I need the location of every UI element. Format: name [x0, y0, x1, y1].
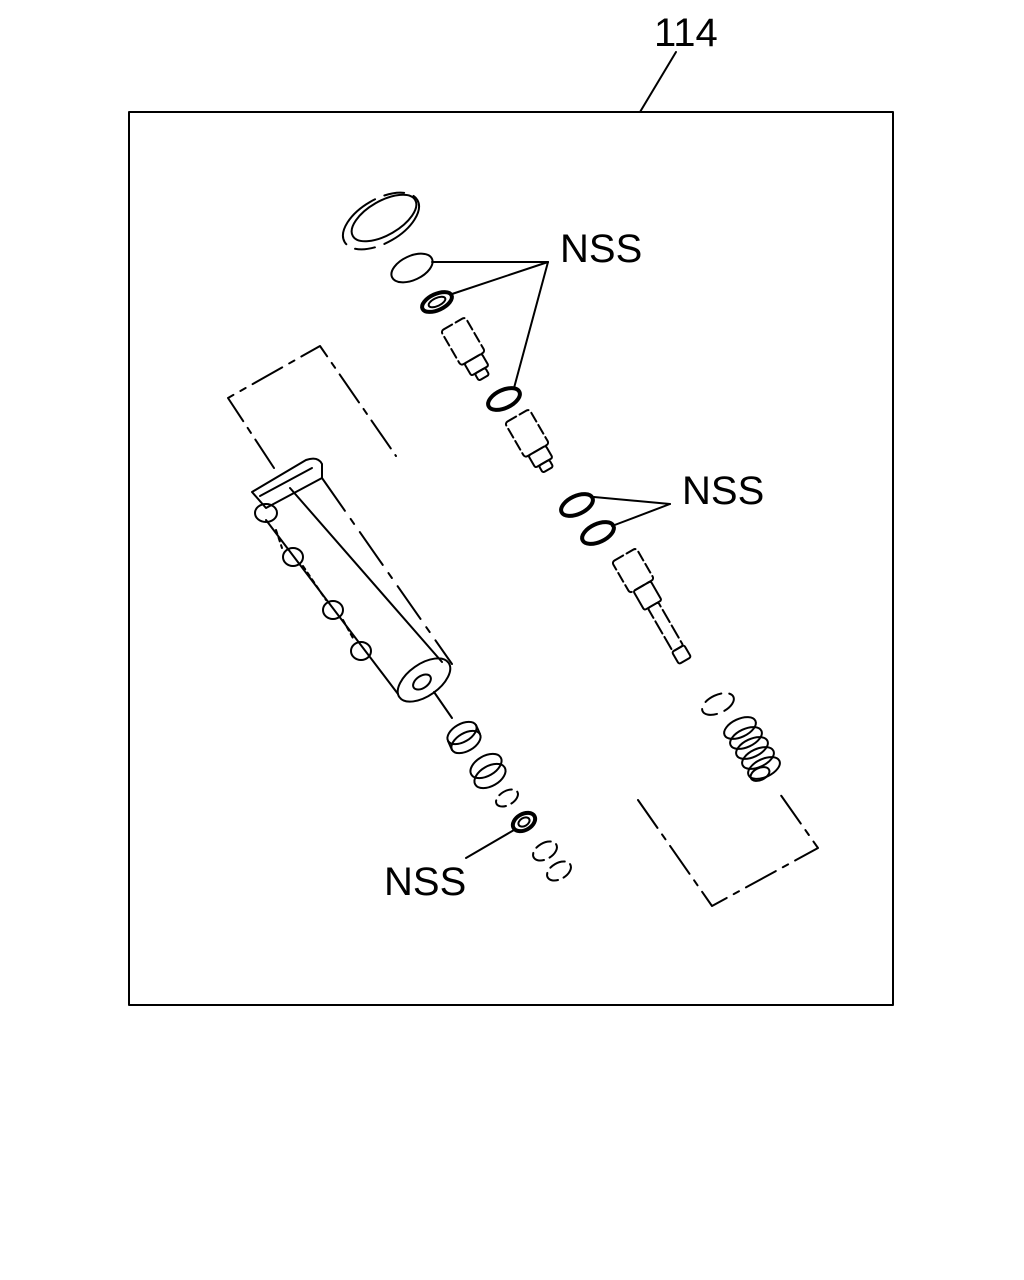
nss-label-lower: NSS	[384, 860, 466, 904]
reference-leader	[639, 51, 677, 113]
valve-spool	[611, 548, 692, 665]
bracket-left	[227, 345, 397, 469]
small-plug	[446, 720, 482, 755]
nss-label-middle: NSS	[682, 469, 764, 513]
bracket-right	[637, 793, 819, 907]
o-ring-pair-b	[580, 520, 616, 546]
diagram-frame	[128, 111, 894, 1006]
nss-leaders-upper	[431, 261, 549, 389]
retaining-ring	[342, 191, 420, 251]
spring	[701, 692, 781, 782]
nss-leaders-middle	[593, 496, 671, 527]
seal-ring-upper	[390, 252, 434, 284]
valve-body	[251, 457, 453, 703]
o-ring-middle	[486, 386, 522, 412]
retaining-clip-2	[546, 860, 572, 882]
valve-plug-2	[504, 409, 554, 473]
o-ring-upper	[420, 290, 454, 314]
nss-leader-lower	[465, 829, 515, 859]
reference-number: 114	[654, 11, 718, 55]
nss-label-upper: NSS	[560, 227, 642, 271]
valve-plug-1	[440, 317, 490, 381]
o-ring-pair-a	[559, 492, 595, 518]
axis-line-left	[433, 691, 453, 719]
retaining-clip-1	[532, 840, 558, 862]
o-ring-lower	[510, 810, 538, 834]
valve-piston	[469, 752, 519, 808]
